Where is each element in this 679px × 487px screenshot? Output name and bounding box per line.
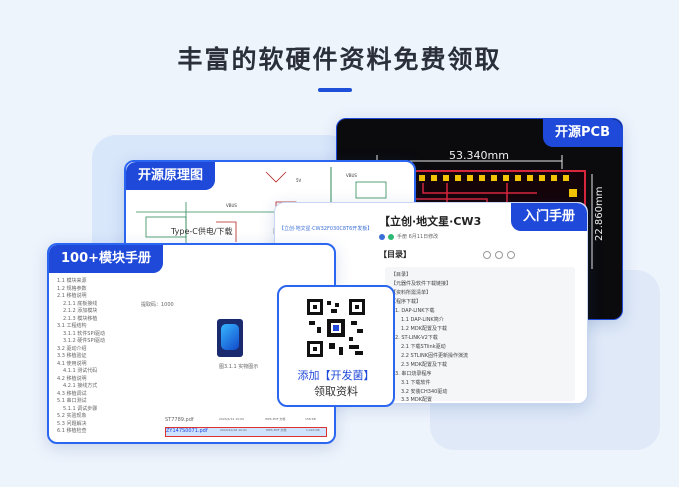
pcb-dim-vertical: 22.860mm [594, 187, 605, 241]
sidebar-item[interactable]: 1.2 规格参数 [57, 285, 87, 292]
manual-toc: 【目录】 【元器件及软件下载链接】 【资料所需清单】 【程序下载】 1. DAP… [385, 267, 575, 403]
qr-line-1-highlight: 【开发菌】 [319, 369, 375, 382]
qr-code[interactable] [305, 297, 367, 359]
sidebar-item[interactable]: 5.3 问题解决 [57, 420, 87, 427]
manual-breadcrumb: 【立创·地文星·CW32F030C8T6开发板】 [279, 226, 373, 232]
manual-tag: 入门手册 [510, 203, 587, 231]
sidebar-item[interactable]: 5.1 串口测试 [57, 398, 87, 404]
pcb-tag: 开源PCB [543, 119, 622, 147]
toc-item[interactable]: 【资料所需清单】 [391, 290, 432, 296]
svg-text:5V: 5V [296, 178, 302, 183]
file-row-selected[interactable]: ZY147S0071.pdf 2023/10/16 10:01 WPS PDF … [165, 427, 327, 437]
link-icon[interactable] [483, 251, 491, 259]
lcd-module-image [217, 319, 243, 357]
sidebar-item[interactable]: 3.1.2 硬件SPI驱动 [63, 338, 105, 344]
toc-item[interactable]: 3.3 MDK配置 [401, 397, 432, 403]
toc-item[interactable]: 2.3 MDK配置及下载 [401, 362, 447, 368]
title-underline [318, 88, 352, 92]
file-size: 158 KB [305, 417, 316, 421]
qr-line-1: 添加【开发菌】 [279, 367, 393, 383]
sidebar-item[interactable]: 4.3 移植调试 [57, 390, 87, 397]
toc-item[interactable]: 2.1 下载STlink驱动 [401, 344, 446, 350]
schematic-tag: 开源原理图 [126, 162, 216, 190]
file-list: ST7789.pdf 2024/4/12 15:00 WPS PDF 文档 15… [159, 399, 329, 439]
toc-item[interactable]: 2.2 STLINK固件更新操作演流 [401, 353, 469, 359]
sidebar-item[interactable]: 4.2 移植说明 [57, 375, 87, 382]
toc-item[interactable]: 3.2 安装CH340驱动 [401, 389, 448, 395]
pcb-dim-horizontal: 53.340mm [449, 149, 509, 162]
sidebar-item[interactable]: 2.1.2 添加模块 [63, 308, 98, 314]
avatar [388, 233, 394, 240]
sidebar-item[interactable]: 4.2.1 接线方式 [63, 383, 98, 389]
file-row[interactable]: ST7789.pdf 2024/4/12 15:00 WPS PDF 文档 15… [165, 417, 325, 424]
toc-item[interactable]: 1.1 DAP-LINK简介 [401, 317, 444, 323]
file-type: WPS PDF 文档 [265, 417, 286, 421]
file-type: WPS PDF 文档 [266, 428, 287, 432]
sidebar-item[interactable]: 5.2 实验现象 [57, 413, 87, 419]
more-icon[interactable] [507, 251, 515, 259]
image-caption: 图3.1.1 实物图示 [219, 364, 259, 370]
sidebar-item[interactable]: 2.1.3 模块移植 [63, 315, 98, 322]
edit-icon[interactable] [495, 251, 503, 259]
toc-item[interactable]: 1.2 MDK配置及下载 [401, 326, 447, 332]
file-date: 2023/10/16 10:01 [220, 428, 247, 432]
toc-item[interactable]: 2. ST-LINK-V2下载 [395, 335, 438, 341]
sidebar-item[interactable]: 1.1 模块来源 [57, 278, 87, 284]
file-date: 2024/4/12 15:00 [219, 417, 244, 421]
manual-author: 手册 6月11日修改 [397, 234, 439, 240]
module-tag: 100+模块手册 [49, 245, 164, 273]
manual-section: 【目录】 [379, 250, 411, 259]
qr-line-2: 领取资料 [314, 385, 358, 398]
manual-toolbar [483, 251, 515, 259]
manual-title: 【立创·地文星·CW3 [379, 215, 482, 228]
svg-text:VBUS: VBUS [226, 203, 237, 208]
toc-item[interactable]: 【程序下载】 [391, 299, 422, 305]
download-note: 提取码：1000 [141, 302, 174, 308]
sidebar-item[interactable]: 2.1 移植说明 [57, 293, 87, 299]
sidebar-item[interactable]: 6.1 移植检查 [57, 428, 87, 434]
sidebar-item[interactable]: 5.1.1 调试步骤 [63, 405, 98, 412]
svg-text:VBUS: VBUS [346, 173, 357, 178]
file-name: ZY147S0071.pdf [166, 428, 208, 434]
file-name: ST7789.pdf [165, 417, 194, 423]
qr-card: 添加【开发菌】 领取资料 [277, 285, 395, 407]
toc-item[interactable]: 【元器件及软件下载链接】 [391, 281, 452, 287]
page-title: 丰富的软硬件资料免费领取 [177, 45, 502, 74]
toc-item[interactable]: 【目录】 [391, 272, 412, 278]
toc-item[interactable]: 1. DAP-LINK下载 [395, 308, 435, 314]
toc-item[interactable]: 3. 串口烧录程序 [395, 371, 432, 377]
qr-line-1-prefix: 添加 [297, 369, 320, 382]
sidebar-item[interactable]: 3.1.1 软件SPI驱动 [63, 330, 105, 337]
sidebar-item[interactable]: 2.1.1 底板接线 [63, 300, 98, 307]
avatar [379, 233, 385, 240]
sidebar-item[interactable]: 3.1 工程结构 [57, 323, 87, 329]
file-size: 1,220 KB [306, 428, 320, 432]
sidebar-item[interactable]: 4.1.1 测试代码 [63, 368, 98, 374]
sidebar-item[interactable]: 3.2 驱动介绍 [57, 345, 87, 352]
sidebar-item[interactable]: 4.1 使用说明 [57, 360, 87, 367]
schematic-label-typec: Type-C供电/下载 [170, 226, 233, 236]
module-sidebar: 1.1 模块来源 1.2 规格参数 2.1 移植说明 2.1.1 底板接线 2.… [53, 277, 133, 439]
toc-item[interactable]: 3.1 下载软件 [401, 380, 431, 386]
manual-author-row: 手册 6月11日修改 [379, 233, 438, 240]
sidebar-item[interactable]: 3.3 移植验证 [57, 353, 87, 359]
